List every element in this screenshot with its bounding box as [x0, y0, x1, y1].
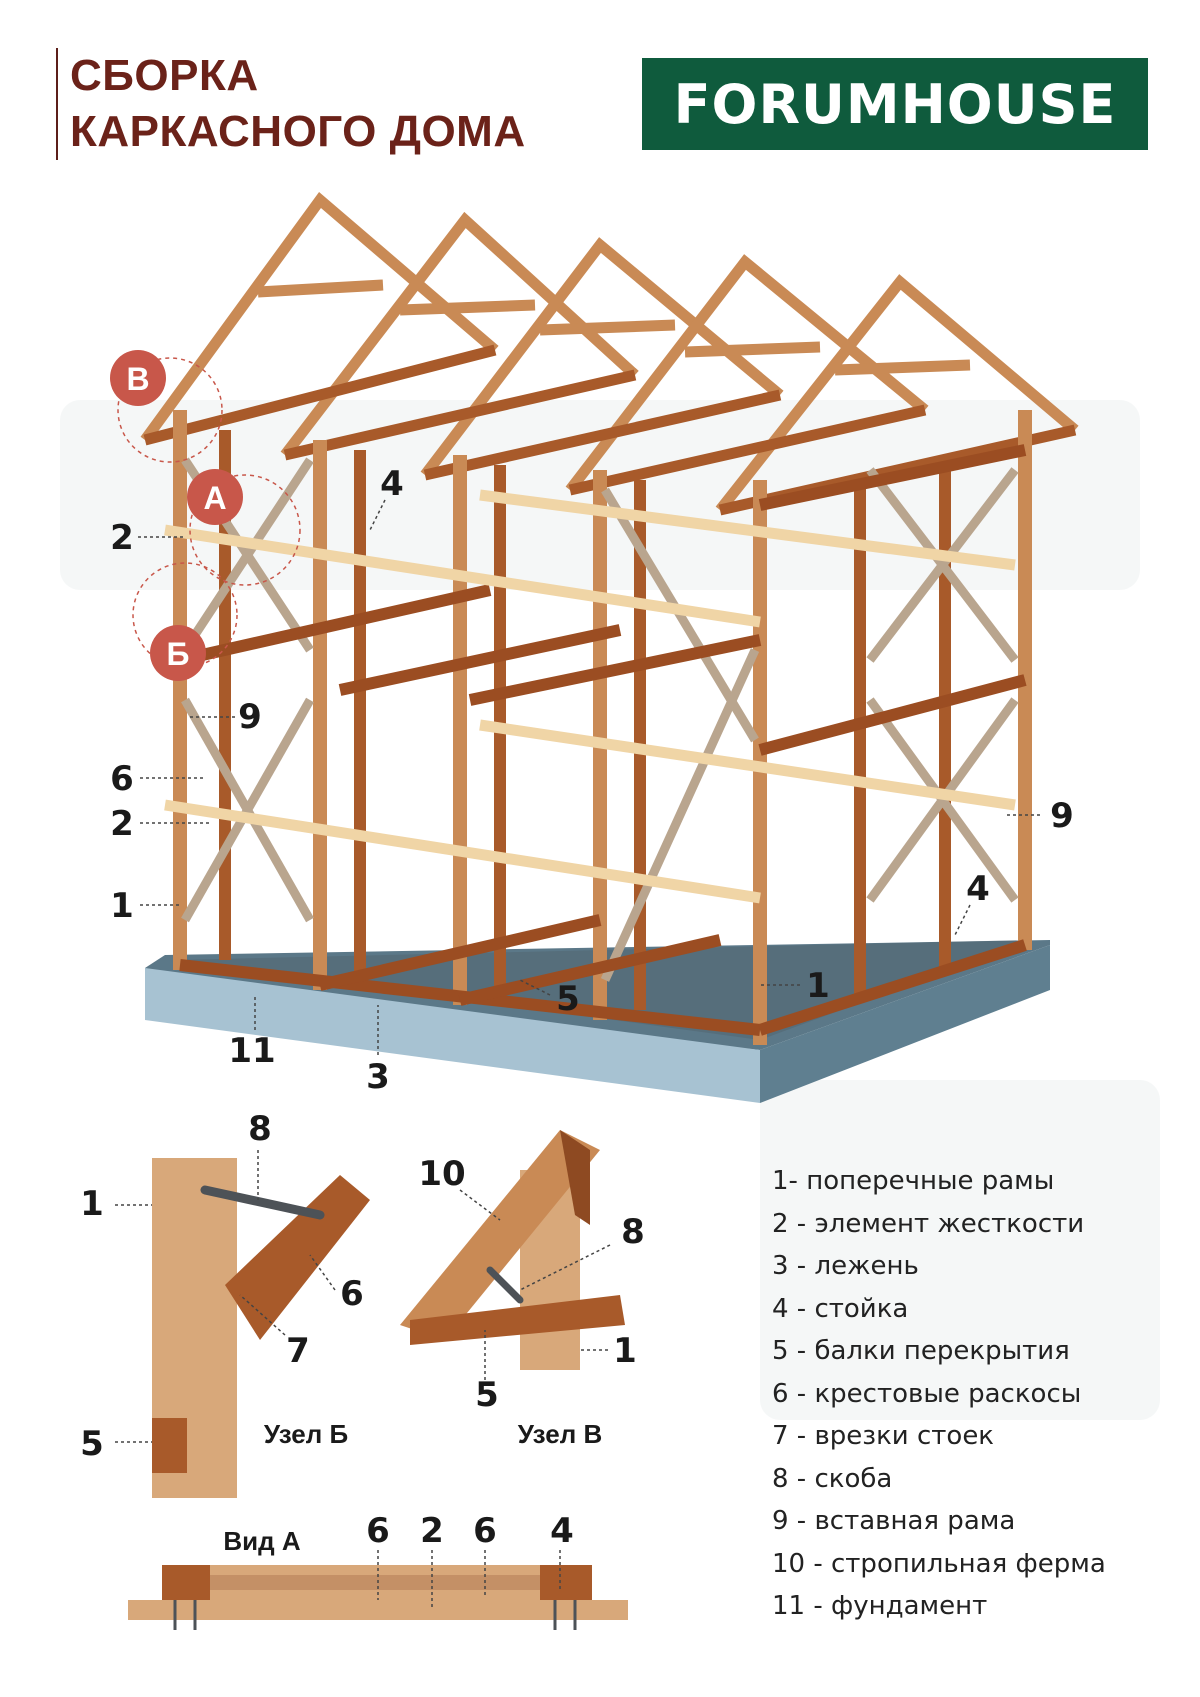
- node-v-caption: Узел В: [518, 1419, 602, 1449]
- legend-item: 6 - крестовые раскосы: [772, 1378, 1082, 1409]
- view-a-caption: Вид А: [223, 1526, 300, 1556]
- view-a-illustration: [128, 1550, 628, 1630]
- node-b-label-5: 5: [80, 1424, 104, 1464]
- legend-item: 9 - вставная рама: [772, 1506, 1016, 1536]
- horizontal-beams: [178, 444, 1027, 1036]
- label-5-bottom: 5: [556, 979, 580, 1019]
- label-1-left: 1: [110, 886, 134, 926]
- label-9-right: 9: [1050, 796, 1074, 836]
- callout-v: [110, 350, 166, 406]
- stiffening-elements: [164, 489, 1016, 904]
- view-a-label-2: 2: [420, 1511, 444, 1551]
- legend: 1- поперечные рамы 2 - элемент жесткости…: [772, 1160, 1106, 1628]
- callout-v-label: В: [126, 361, 149, 397]
- label-2-mid: 2: [110, 804, 134, 844]
- legend-item: 4 - стойка: [772, 1293, 909, 1324]
- node-b-label-6: 6: [340, 1274, 364, 1314]
- node-b-label-8: 8: [248, 1109, 272, 1149]
- label-1-bottom: 1: [806, 966, 830, 1006]
- view-a-label-4: 4: [550, 1511, 574, 1551]
- callout-a: [187, 469, 243, 525]
- node-v-label-8: 8: [621, 1212, 645, 1252]
- page-title: СБОРКА КАРКАСНОГО ДОМА: [56, 48, 526, 160]
- legend-item: 3 - лежень: [772, 1251, 919, 1281]
- label-9-left: 9: [238, 697, 262, 737]
- title-line-2: КАРКАСНОГО ДОМА: [70, 107, 526, 156]
- legend-item: 8 - скоба: [772, 1463, 893, 1494]
- label-11: 11: [228, 1031, 275, 1071]
- label-2-top: 2: [110, 518, 134, 558]
- callout-a-label: А: [203, 480, 226, 516]
- label-4-right: 4: [966, 869, 990, 909]
- label-4-top: 4: [380, 464, 404, 504]
- node-v-illustration: [400, 1130, 625, 1380]
- node-b-label-1: 1: [80, 1184, 104, 1224]
- legend-item: 7 - врезки стоек: [772, 1421, 995, 1451]
- roof-trusses: [140, 191, 1079, 514]
- legend-item: 5 - балки перекрытия: [772, 1336, 1070, 1366]
- leader-lines: [138, 499, 1040, 1055]
- node-v-label-1: 1: [613, 1331, 637, 1371]
- node-b-label-7: 7: [286, 1331, 310, 1371]
- node-v-label-10: 10: [418, 1154, 465, 1194]
- view-a-label-6b: 6: [473, 1511, 497, 1551]
- callout-b: [150, 625, 206, 681]
- brand-logo-text: FORUMHOUSE: [673, 72, 1117, 136]
- legend-item: 1- поперечные рамы: [772, 1166, 1055, 1196]
- legend-item: 10 - стропильная ферма: [772, 1548, 1106, 1579]
- node-b-illustration: [115, 1150, 370, 1498]
- node-v-label-5: 5: [475, 1375, 499, 1415]
- callout-b-label: Б: [167, 636, 190, 672]
- top-plates: [143, 344, 1077, 516]
- callout-markers: [110, 350, 301, 681]
- title-line-1: СБОРКА: [70, 51, 259, 100]
- label-6-left: 6: [110, 759, 134, 799]
- view-a-label-6a: 6: [366, 1511, 390, 1551]
- legend-item: 11 - фундамент: [772, 1591, 988, 1621]
- node-b-caption: Узел Б: [264, 1419, 348, 1449]
- label-3: 3: [366, 1057, 390, 1097]
- legend-item: 2 - элемент жесткости: [772, 1208, 1085, 1239]
- brand-logo: FORUMHOUSE: [642, 58, 1148, 150]
